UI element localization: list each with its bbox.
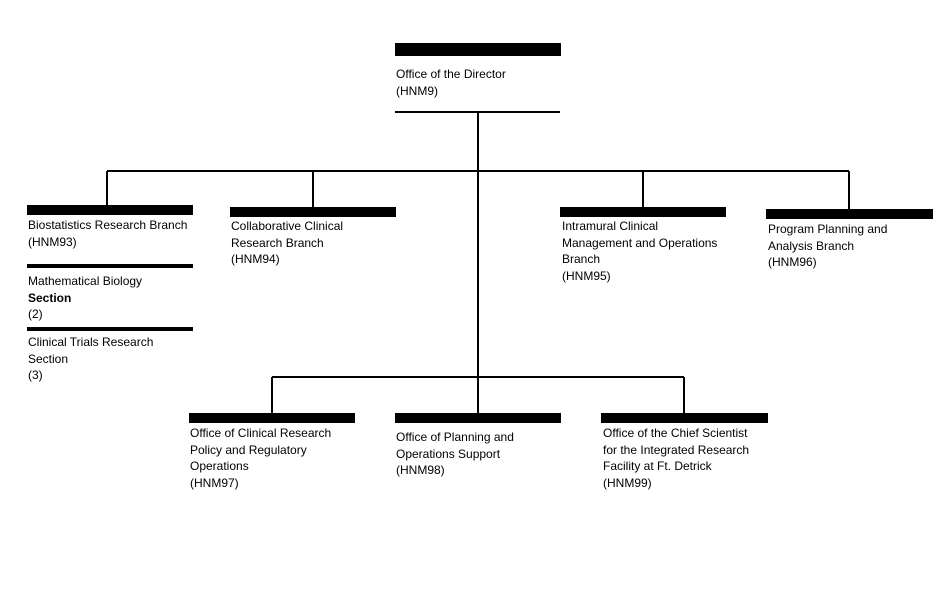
intramural-title-line-3: Branch [562,252,601,266]
planning-operations-title-line-1: Office of Planning and [396,430,514,444]
clinical-research-policy-title-line-3: Operations [190,459,249,473]
collaborative-box: Collaborative Clinical Research Branch (… [231,218,343,268]
director-title: Office of the Director [396,67,506,81]
collaborative-title-line-2: Research Branch [231,235,324,250]
program-planning-header-bar [766,209,933,219]
collaborative-title-line-1: Collaborative Clinical [231,219,344,233]
intramural-title-line-1: Intramural Clinical [562,219,659,233]
collaborative-header-bar [230,207,396,217]
clinical-research-policy-code: (HNM97) [190,475,239,490]
intramural-code: (HNM95) [562,268,611,283]
planning-operations-title-line-2: Operations Support [396,446,501,461]
math-biology-title: Mathematical Biology [28,274,143,288]
math-biology-section-box: Mathematical Biology Section (2) [28,273,142,323]
clinical-trials-section-label: Section [28,351,69,366]
math-biology-header-rule [27,264,193,268]
biostatistics-title: Biostatistics Research Branch [28,218,188,232]
chief-scientist-header-bar [601,413,768,423]
clinical-research-policy-title-line-2: Policy and Regulatory [190,442,307,457]
chief-scientist-title-line-1: Office of the Chief Scientist [603,426,748,440]
clinical-trials-code: (3) [28,368,43,382]
clinical-trials-header-rule [27,327,193,331]
planning-operations-box: Office of Planning and Operations Suppor… [396,429,514,479]
program-planning-title-line-2: Analysis Branch [768,238,855,253]
biostatistics-code: (HNM93) [28,234,77,249]
clinical-trials-section-box: Clinical Trials Research Section (3) [28,334,153,384]
intramural-header-bar [560,207,726,217]
director-code: (HNM9) [396,83,438,98]
program-planning-box: Program Planning and Analysis Branch (HN… [768,221,887,271]
math-biology-code: (2) [28,307,43,321]
clinical-research-policy-title-line-1: Office of Clinical Research [190,426,332,440]
intramural-title-line-2: Management and Operations [562,235,718,250]
math-biology-section-label: Section [28,290,72,305]
planning-operations-code: (HNM98) [396,463,445,477]
clinical-trials-title: Clinical Trials Research [28,335,154,349]
clinical-research-policy-header-bar [189,413,355,423]
collaborative-code: (HNM94) [231,252,280,266]
director-header-bar [395,43,561,56]
planning-operations-header-bar [395,413,561,423]
director-box: Office of the Director (HNM9) [396,66,506,99]
chief-scientist-box: Office of the Chief Scientist for the In… [603,425,749,491]
program-planning-title-line-1: Program Planning and [768,222,888,236]
biostatistics-box: Biostatistics Research Branch (HNM93) [28,217,187,250]
program-planning-code: (HNM96) [768,255,817,269]
clinical-research-policy-box: Office of Clinical Research Policy and R… [190,425,331,491]
chief-scientist-title-line-2: for the Integrated Research [603,442,750,457]
intramural-box: Intramural Clinical Management and Opera… [562,218,717,284]
chief-scientist-title-line-3: Facility at Ft. Detrick [603,459,712,473]
chief-scientist-code: (HNM99) [603,475,652,490]
biostatistics-header-bar [27,205,193,215]
